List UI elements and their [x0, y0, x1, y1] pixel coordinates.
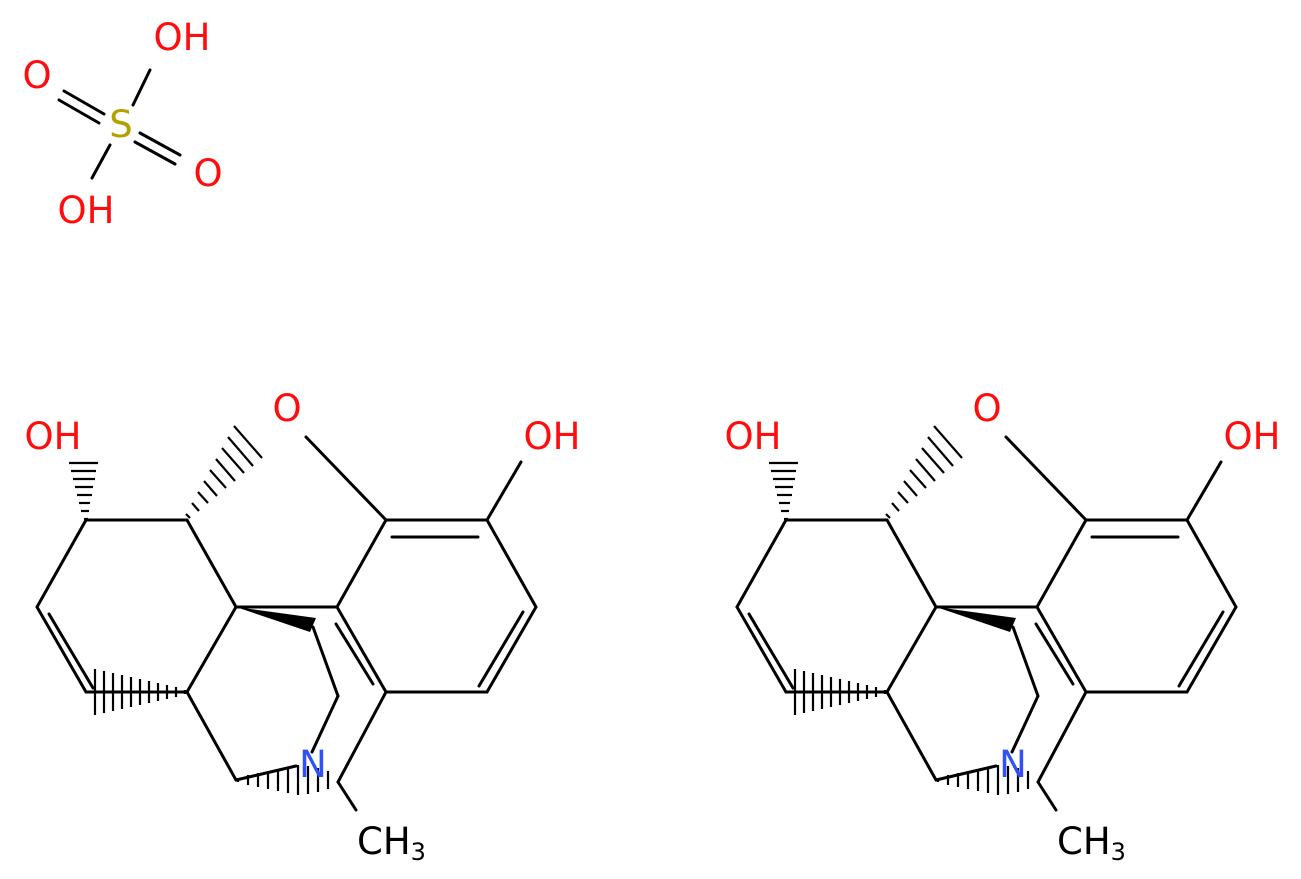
ether-oxygen-label: O [272, 387, 301, 430]
morphine-molecule-right: OH O OH N CH3 [725, 387, 1281, 866]
oxo-oxygen-right: O [193, 152, 222, 195]
nitrogen-label: N [299, 743, 327, 786]
allylic-hydroxyl-label: OH [725, 415, 782, 458]
nitrogen-label: N [999, 743, 1027, 786]
phenol-hydroxyl-label: OH [1224, 415, 1281, 458]
methyl-label: CH3 [1057, 820, 1126, 866]
hydroxyl-top: OH [154, 16, 211, 59]
allylic-hydroxyl-label: OH [25, 415, 82, 458]
morphine-molecule-left: OH O OH N CH3 [25, 387, 581, 866]
sulfur-atom: S [109, 103, 133, 146]
hydroxyl-bottom: OH [58, 189, 115, 232]
phenol-hydroxyl-label: OH [524, 415, 581, 458]
sulfuric-acid: S O O OH OH [22, 16, 222, 232]
methyl-label: CH3 [357, 820, 426, 866]
oxo-oxygen-left: O [22, 54, 51, 97]
ether-oxygen-label: O [972, 387, 1001, 430]
